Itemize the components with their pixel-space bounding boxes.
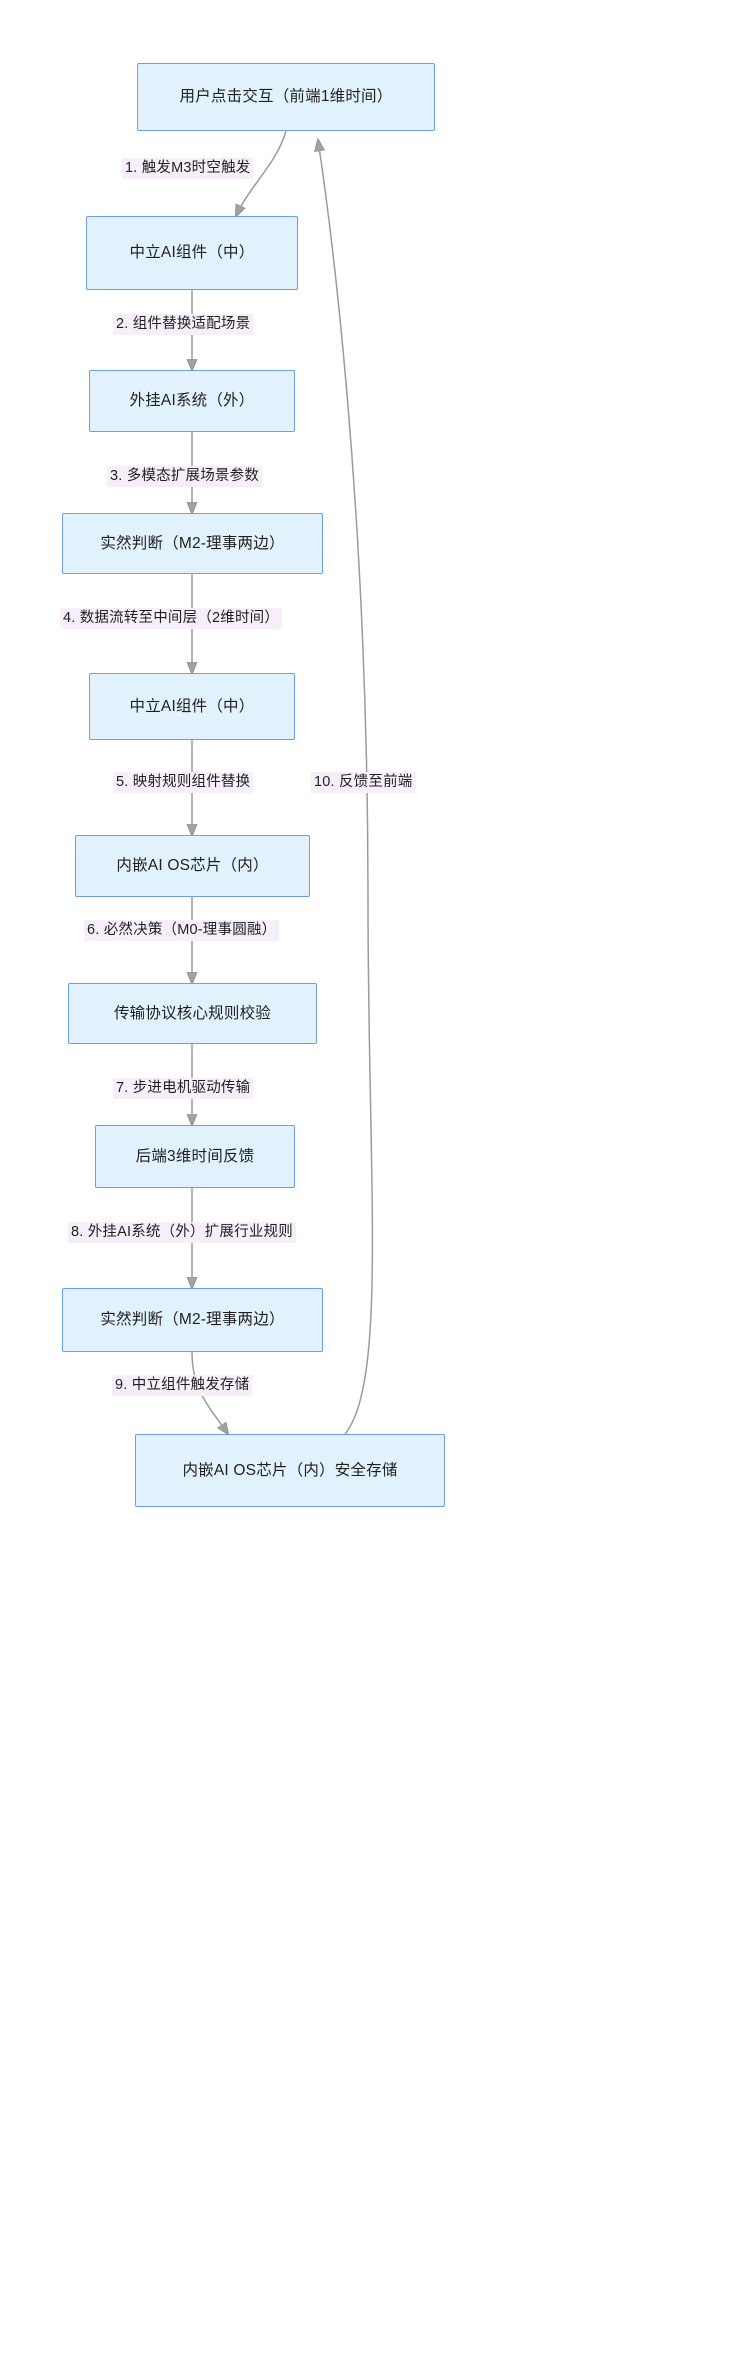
edge-label-4: 4. 数据流转至中间层（2维时间） <box>60 608 283 629</box>
edge-label-text: 4. 数据流转至中间层（2维时间） <box>63 610 280 626</box>
node-label: 传输协议核心规则校验 <box>113 1004 271 1022</box>
edge-label-8: 8. 外挂AI系统（外）扩展行业规则 <box>68 1222 296 1243</box>
edge-label-10: 10. 反馈至前端 <box>311 772 416 793</box>
node-factual-judgement-2[interactable]: 实然判断（M2-理事两边） <box>62 1288 323 1352</box>
node-neutral-ai-component-2[interactable]: 中立AI组件（中） <box>89 673 295 740</box>
edge-label-7: 7. 步进电机驱动传输 <box>113 1078 254 1099</box>
node-embedded-ai-os-chip[interactable]: 内嵌AI OS芯片（内） <box>75 835 310 897</box>
edge-label-text: 5. 映射规则组件替换 <box>116 774 251 790</box>
node-neutral-ai-component-1[interactable]: 中立AI组件（中） <box>86 216 298 290</box>
edge-label-text: 10. 反馈至前端 <box>314 774 413 790</box>
node-external-ai-system[interactable]: 外挂AI系统（外） <box>89 370 295 432</box>
edge-label-text: 7. 步进电机驱动传输 <box>116 1080 251 1096</box>
node-label: 后端3维时间反馈 <box>135 1147 255 1165</box>
node-label: 中立AI组件（中） <box>129 697 255 715</box>
node-label: 外挂AI系统（外） <box>129 392 255 410</box>
edge-label-9: 9. 中立组件触发存储 <box>112 1375 253 1396</box>
edge-label-1: 1. 触发M3时空触发 <box>122 158 254 179</box>
edge-label-text: 3. 多模态扩展场景参数 <box>110 468 260 484</box>
node-label: 内嵌AI OS芯片（内） <box>116 857 269 875</box>
node-transfer-protocol-core-rule-check[interactable]: 传输协议核心规则校验 <box>68 983 317 1044</box>
edge-label-3: 3. 多模态扩展场景参数 <box>107 466 263 487</box>
edge-label-text: 8. 外挂AI系统（外）扩展行业规则 <box>71 1224 293 1240</box>
edge-label-text: 1. 触发M3时空触发 <box>125 160 251 176</box>
node-user-click-interaction[interactable]: 用户点击交互（前端1维时间） <box>137 63 435 131</box>
edge-label-text: 9. 中立组件触发存储 <box>115 1377 250 1393</box>
edge-label-text: 2. 组件替换适配场景 <box>116 316 251 332</box>
edge-label-text: 6. 必然决策（M0-理事圆融） <box>87 922 277 938</box>
node-label: 中立AI组件（中） <box>129 244 255 262</box>
edge-label-5: 5. 映射规则组件替换 <box>113 772 254 793</box>
edge-label-2: 2. 组件替换适配场景 <box>113 314 254 335</box>
edge-label-6: 6. 必然决策（M0-理事圆融） <box>84 920 280 941</box>
node-label: 内嵌AI OS芯片（内）安全存储 <box>182 1461 398 1479</box>
node-embedded-ai-os-chip-secure-storage[interactable]: 内嵌AI OS芯片（内）安全存储 <box>135 1434 445 1507</box>
node-label: 实然判断（M2-理事两边） <box>100 1311 285 1329</box>
node-factual-judgement-1[interactable]: 实然判断（M2-理事两边） <box>62 513 323 574</box>
node-label: 实然判断（M2-理事两边） <box>100 534 285 552</box>
node-label: 用户点击交互（前端1维时间） <box>179 88 393 106</box>
node-backend-3d-time-feedback[interactable]: 后端3维时间反馈 <box>95 1125 295 1188</box>
